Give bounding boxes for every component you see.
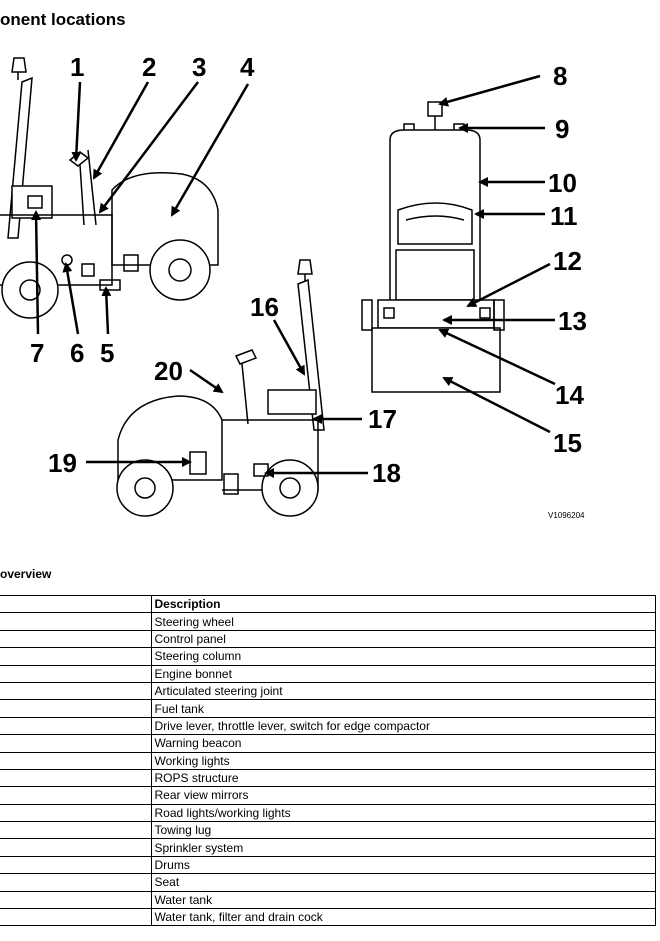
table-row: Drive lever, throttle lever, switch for … [0,716,656,736]
figure-id: V1096204 [548,511,585,520]
table-row: Water tank, filter and drain cock [0,908,656,927]
table-row: Control panel [0,629,656,649]
table-row: Rear view mirrors [0,786,656,805]
table-cell-description: Towing lug [150,821,656,840]
component-table: Description Steering wheel Control panel… [0,594,656,927]
table-row: Steering wheel [0,612,656,631]
callout-2: 2 [142,52,156,82]
table-row: Sprinkler system [0,838,656,857]
callout-8: 8 [553,61,567,91]
table-cell-description: Drums [150,855,656,875]
callout-16: 16 [250,292,279,322]
table-row: Articulated steering joint [0,681,656,701]
callout-9: 9 [555,114,569,144]
table-row: Working lights [0,751,656,770]
table-header-row: Description [0,594,656,614]
page-title: onent locations [0,10,126,29]
callout-18: 18 [372,458,401,488]
table-cell-description: Water tank, filter and drain cock [150,908,656,927]
table-row: Drums [0,855,656,875]
callout-19: 19 [48,448,77,478]
table-row: Fuel tank [0,699,656,718]
table-row: Seat [0,873,656,892]
overview-title: overview [0,567,52,581]
callout-5: 5 [100,338,114,368]
table-header-position [0,594,152,614]
table-cell-description: Steering wheel [150,612,656,631]
table-cell-description: Steering column [150,647,656,666]
callout-7: 7 [30,338,44,368]
callout-12: 12 [553,246,582,276]
callout-17: 17 [368,404,397,434]
component-diagram: 1 2 3 4 5 6 7 8 9 10 11 12 13 14 15 16 1… [0,52,587,517]
table-cell-description: ROPS structure [150,768,656,788]
table-cell-description: Water tank [150,890,656,910]
callout-numbers: 1 2 3 4 5 6 7 8 9 10 11 12 13 14 15 16 1… [30,52,587,488]
roller-rear-view [361,101,505,393]
callout-11: 11 [550,201,578,231]
table-cell-description: Fuel tank [150,699,656,718]
roller-side-view-left [0,57,219,319]
roller-side-view-right [116,259,325,517]
callout-3: 3 [192,52,206,82]
table-cell-description: Rear view mirrors [150,786,656,805]
table-cell-description: Warning beacon [150,734,656,753]
callout-10: 10 [548,168,577,198]
table-cell-description: Road lights/working lights [150,803,656,823]
table-row: Towing lug [0,821,656,840]
table-cell-description: Control panel [150,629,656,649]
table-cell-description: Sprinkler system [150,838,656,857]
table-row: Engine bonnet [0,664,656,683]
callout-14: 14 [555,380,584,410]
table-header-description: Description [150,594,656,614]
callout-13: 13 [558,306,587,336]
table-row: Road lights/working lights [0,803,656,823]
callout-1: 1 [70,52,84,82]
table-row: Water tank [0,890,656,910]
callout-6: 6 [70,338,84,368]
table-cell-description: Engine bonnet [150,664,656,683]
table-cell-description: Drive lever, throttle lever, switch for … [150,716,656,736]
callout-leader-lines [31,74,556,478]
table-cell-description: Articulated steering joint [150,681,656,701]
callout-20: 20 [154,356,183,386]
table-row: Steering column [0,647,656,666]
callout-4: 4 [240,52,255,82]
table-row: Warning beacon [0,734,656,753]
callout-15: 15 [553,428,582,458]
table-row: ROPS structure [0,768,656,788]
table-cell-description: Seat [150,873,656,892]
table-cell-description: Working lights [150,751,656,770]
